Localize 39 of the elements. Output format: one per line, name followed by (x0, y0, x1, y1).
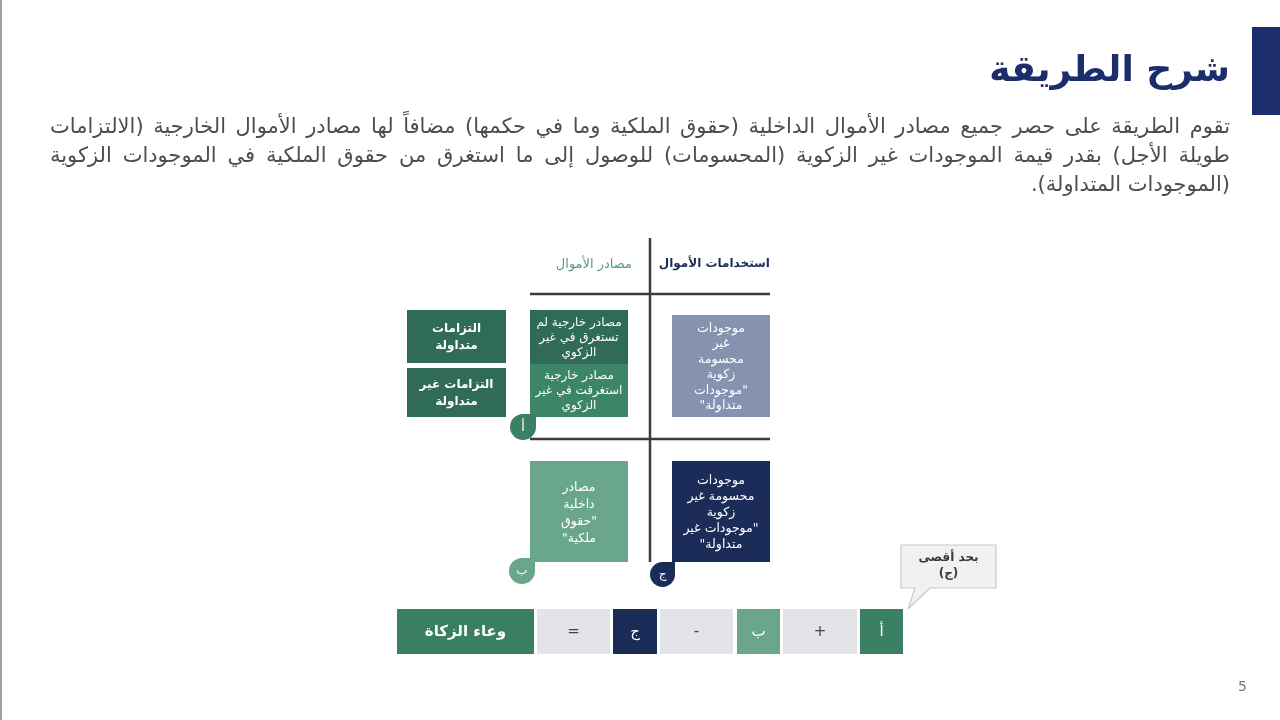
account-box (407, 368, 506, 417)
description-paragraph: تقوم الطريقة على حصر جميع مصادر الأموال الداخلية (حقوق الملكية وما في حكمها) مضافاً لها مصادر الأموال الخارجية (الالتزامات طويلة الأجل) بقدر قيمة الموجودات غير الزكوية (المحسومات) للوصول إلى ما استغرق من حقوق الملكية في الموجودات الزكوية (الموجودات المتداولة). (50, 112, 1230, 199)
marker-letter: ج (658, 566, 667, 583)
callout-text: بحد أقصى (ج) (917, 549, 980, 581)
column-heading: استخدامات الأموال (658, 256, 770, 270)
letter-marker (650, 562, 675, 587)
formula-cell (860, 609, 903, 654)
formula-cell (660, 609, 733, 654)
account-box (530, 461, 628, 562)
formula-cell (397, 609, 534, 654)
column-heading: مصادر الأموال (555, 256, 632, 271)
account-label: موجودات محسومة غير زكوية "موجودات غير متداولة" (682, 471, 760, 552)
formula-cell (537, 609, 610, 654)
formula-term: = (567, 621, 580, 642)
marker-letter: ب (516, 563, 528, 579)
letter-marker (510, 414, 536, 440)
callout-bubble (900, 544, 997, 610)
formula-term: - (693, 621, 700, 642)
account-box (672, 461, 770, 562)
account-label: موجودات غير محسومة زكوية "موجودات متداولة" (693, 319, 749, 413)
account-label: مصادر خارجية لم تستغرق في غير الزكوي (535, 314, 623, 360)
formula-term: ب (751, 621, 766, 642)
marker-letter: أ (521, 418, 525, 436)
account-label: التزامات غير متداولة (418, 375, 495, 410)
formula-cell (613, 609, 657, 654)
formula-cell (737, 609, 780, 654)
formula-cell (783, 609, 857, 654)
account-box (672, 315, 770, 417)
letter-marker (509, 558, 535, 584)
formula-term: وعاء الزكاة (424, 621, 507, 642)
account-label: مصادر داخلية "حقوق ملكية" (560, 477, 598, 546)
page-number: 5 (1238, 678, 1247, 694)
formula-term: + (813, 621, 827, 642)
account-label: مصادر خارجية استغرقت في غير الزكوي (535, 368, 623, 413)
slide-title: شرح الطريقة (989, 48, 1230, 89)
account-box (407, 310, 506, 363)
account-label: التزامات متداولة (430, 319, 483, 354)
formula-term: ج (630, 621, 640, 642)
formula-term: أ (879, 621, 884, 642)
